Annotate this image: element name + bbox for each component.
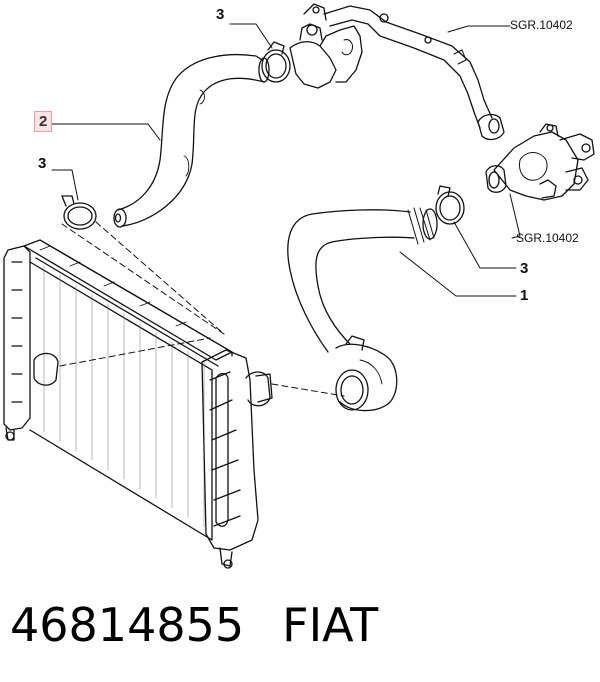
connection-lines bbox=[59, 221, 345, 397]
part-caption: 46814855 FIAT bbox=[10, 598, 378, 652]
brand-name: FIAT bbox=[282, 598, 379, 652]
part-number: 46814855 bbox=[10, 598, 245, 652]
hose-2 bbox=[113, 53, 270, 228]
thermostat-housing-top bbox=[289, 3, 505, 141]
leader-lines bbox=[51, 23, 521, 297]
callout-3-top: 3 bbox=[216, 6, 225, 23]
parts-diagram bbox=[3, 3, 595, 569]
clamp-left bbox=[61, 195, 97, 230]
thermostat-housing-right bbox=[485, 123, 595, 201]
callout-3-right: 3 bbox=[520, 260, 529, 277]
hose-1 bbox=[287, 207, 438, 412]
callout-2-highlighted: 2 bbox=[34, 111, 53, 132]
clamp-right bbox=[435, 185, 465, 225]
callout-3-left: 3 bbox=[38, 155, 47, 172]
reference-label-right: SGR.10402 bbox=[516, 231, 579, 245]
callout-1: 1 bbox=[520, 287, 529, 304]
reference-label-top: SGR.10402 bbox=[510, 18, 573, 32]
clamp-top bbox=[261, 41, 291, 83]
radiator bbox=[3, 239, 273, 569]
